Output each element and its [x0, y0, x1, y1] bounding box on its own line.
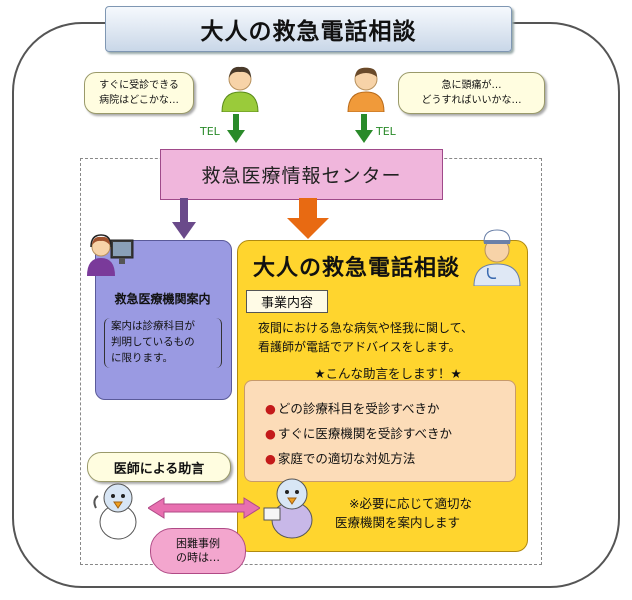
- doctor-bird-icon: [93, 483, 137, 540]
- advice-item: ●すぐに医療機関を受診すべきか: [265, 423, 452, 442]
- bullet-dot-icon: ●: [265, 426, 276, 441]
- consult-arrow-icon: [287, 198, 329, 239]
- advice-item-text: すぐに医療機関を受診すべきか: [277, 426, 453, 441]
- left-caller-line-1: すぐに受診できる: [99, 80, 179, 91]
- bullet-dot-icon: ●: [265, 451, 276, 466]
- cloud-line-2: の時は…: [176, 551, 220, 564]
- caller-man-icon: [347, 67, 385, 112]
- left-caller-line-2: 病院はどこかな…: [99, 95, 179, 106]
- operator-icon: [87, 234, 134, 276]
- tel-label-left: TEL: [200, 125, 220, 138]
- tel-label-right: TEL: [376, 125, 396, 138]
- hospital-guide-box: [95, 240, 232, 400]
- guide-note-line-1: 案内は診療科目が: [111, 320, 195, 332]
- advice-heading: ★こんな助言をします！★: [314, 366, 462, 381]
- right-caller-bubble: 急に頭痛が… どうすればいいかな…: [398, 72, 545, 114]
- guide-note-line-2: 判明しているもの: [111, 336, 195, 348]
- tel-arrow-right-icon: [355, 114, 373, 143]
- left-caller-bubble: すぐに受診できる 病院はどこかな…: [84, 72, 194, 114]
- hospital-guide-note: 案内は診療科目が 判明しているもの に限ります。: [104, 318, 222, 368]
- pink-double-arrow-icon: [148, 497, 260, 519]
- hospital-guide-title: 救急医療機関案内: [114, 292, 211, 306]
- caller-woman-icon: [221, 66, 259, 112]
- description-line-1: 夜間における急な病気や怪我に関して、: [258, 321, 474, 335]
- right-caller-line-1: 急に頭痛が…: [441, 80, 502, 91]
- note-line-2: 医療機関を案内します: [335, 515, 461, 530]
- business-content-label: 事業内容: [246, 290, 328, 313]
- consult-description: 夜間における急な病気や怪我に関して、 看護師が電話でアドバイスをします。: [258, 319, 473, 357]
- right-caller-line-2: どうすればいいかな…: [421, 95, 522, 106]
- note-line-1: ※必要に応じて適切な: [349, 496, 472, 511]
- info-center-bar: 救急医療情報センター: [160, 149, 443, 200]
- page-title: 大人の救急電話相談: [105, 6, 512, 52]
- bullet-dot-icon: ●: [265, 401, 276, 416]
- description-line-2: 看護師が電話でアドバイスをします。: [258, 340, 461, 354]
- tel-arrow-left-icon: [227, 114, 245, 143]
- advice-item: ●どの診療科目を受診すべきか: [265, 398, 440, 417]
- advice-item-text: どの診療科目を受診すべきか: [277, 401, 440, 416]
- consult-title: 大人の救急電話相談: [253, 256, 461, 281]
- nurse-icon: [473, 229, 521, 286]
- cloud-line-1: 困難事例: [176, 537, 220, 550]
- consult-note: ※必要に応じて適切な 医療機関を案内します: [335, 494, 472, 532]
- advice-item-text: 家庭での適切な対処方法: [277, 451, 416, 466]
- difficult-case-cloud: 困難事例 の時は…: [150, 528, 246, 574]
- advice-scroll: ●どの診療科目を受診すべきか ●すぐに医療機関を受診すべきか ●家庭での適切な対…: [244, 380, 516, 482]
- guide-arrow-icon: [172, 198, 196, 239]
- nurse-bird-icon: [263, 478, 313, 539]
- doctor-advice-bubble: 医師による助言: [87, 452, 231, 482]
- advice-item: ●家庭での適切な対処方法: [265, 448, 415, 467]
- guide-note-line-3: に限ります。: [111, 352, 173, 364]
